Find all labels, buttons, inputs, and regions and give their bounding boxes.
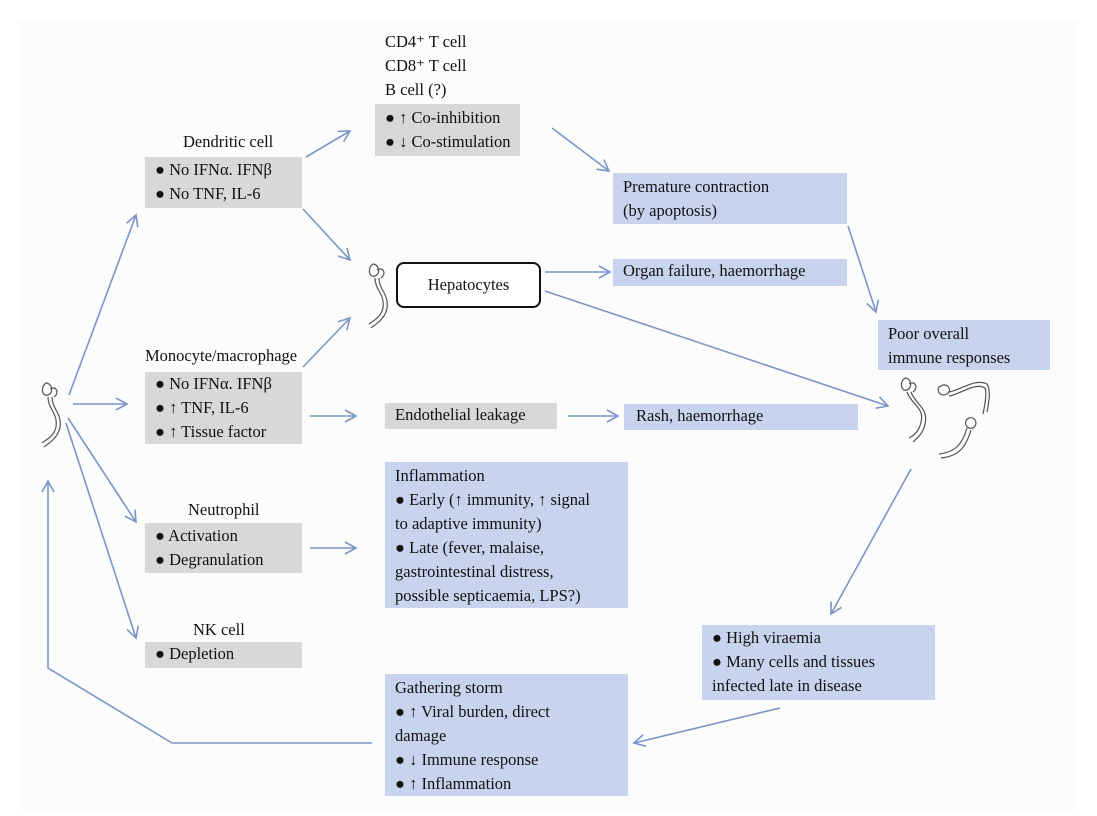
rash-box: Rash, haemorrhage <box>624 404 858 430</box>
inflammation-line: Inflammation <box>395 466 485 485</box>
storm-line: damage <box>395 726 447 745</box>
organ-failure-box: Organ failure, haemorrhage <box>613 259 847 286</box>
viraemia-line: infected late in disease <box>712 676 862 695</box>
viraemia-box: ● High viraemia ● Many cells and tissues… <box>702 625 935 700</box>
premature-line: Premature contraction <box>623 177 770 196</box>
endothelial-box: Endothelial leakage <box>385 403 557 429</box>
storm-box: Gathering storm ● ↑ Viral burden, direct… <box>385 674 628 796</box>
cd4-label: CD4⁺ T cell <box>385 32 467 51</box>
inflammation-box: Inflammation ● Early (↑ immunity, ↑ sign… <box>385 462 628 608</box>
poor-immune-box: Poor overall immune responses <box>878 320 1050 370</box>
monocyte-item: ● ↑ Tissue factor <box>155 422 267 441</box>
poor-immune-line: Poor overall <box>888 324 970 343</box>
monocyte-title: Monocyte/macrophage <box>145 346 298 365</box>
storm-line: ● ↑ Inflammation <box>395 774 512 793</box>
inflammation-line: to adaptive immunity) <box>395 514 542 533</box>
viraemia-line: ● Many cells and tissues <box>712 652 876 671</box>
storm-line: ● ↑ Viral burden, direct <box>395 702 550 721</box>
rash-text: Rash, haemorrhage <box>636 406 764 425</box>
storm-line: ● ↓ Immune response <box>395 750 539 769</box>
inflammation-line: ● Late (fever, malaise, <box>395 538 545 557</box>
virus-cluster-icon <box>900 377 990 459</box>
neutrophil-item: ● Degranulation <box>155 550 264 569</box>
monocyte-item: ● No IFNα. IFNβ <box>155 374 272 393</box>
monocyte-box: ● No IFNα. IFNβ ● ↑ TNF, IL-6 ● ↑ Tissue… <box>145 372 302 444</box>
premature-box: Premature contraction (by apoptosis) <box>613 173 847 224</box>
inflammation-line: ● Early (↑ immunity, ↑ signal <box>395 490 590 509</box>
organ-failure-text: Organ failure, haemorrhage <box>623 261 806 280</box>
co-inhibition: ● ↑ Co-inhibition <box>385 108 501 127</box>
hepatocytes-box: Hepatocytes <box>396 262 541 308</box>
inflammation-line: possible septicaemia, LPS?) <box>395 586 581 605</box>
inflammation-line: gastrointestinal distress, <box>395 562 554 581</box>
tcell-labels: CD4⁺ T cell CD8⁺ T cell B cell (?) <box>385 30 466 102</box>
dendritic-item: ● No TNF, IL-6 <box>155 184 261 203</box>
neutrophil-title: Neutrophil <box>188 500 260 519</box>
poor-immune-line: immune responses <box>888 348 1011 367</box>
cd8-label: CD8⁺ T cell <box>385 56 467 75</box>
tcell-box: ● ↑ Co-inhibition ● ↓ Co-stimulation <box>375 104 520 156</box>
virus-icon <box>41 382 61 448</box>
dendritic-item: ● No IFNα. IFNβ <box>155 160 272 179</box>
dendritic-box: ● No IFNα. IFNβ ● No TNF, IL-6 <box>145 157 302 208</box>
virus-icon <box>368 263 388 329</box>
nk-item: ● Depletion <box>155 644 235 663</box>
storm-line: Gathering storm <box>395 678 503 697</box>
nk-title: NK cell <box>193 620 245 639</box>
viraemia-line: ● High viraemia <box>712 628 821 647</box>
endothelial-text: Endothelial leakage <box>395 405 526 424</box>
monocyte-item: ● ↑ TNF, IL-6 <box>155 398 249 417</box>
co-stimulation: ● ↓ Co-stimulation <box>385 132 511 151</box>
premature-line: (by apoptosis) <box>623 201 717 220</box>
neutrophil-item: ● Activation <box>155 526 238 545</box>
dendritic-title: Dendritic cell <box>183 132 274 151</box>
nk-box: ● Depletion <box>145 642 302 668</box>
bcell-label: B cell (?) <box>385 80 447 99</box>
neutrophil-box: ● Activation ● Degranulation <box>145 523 302 573</box>
